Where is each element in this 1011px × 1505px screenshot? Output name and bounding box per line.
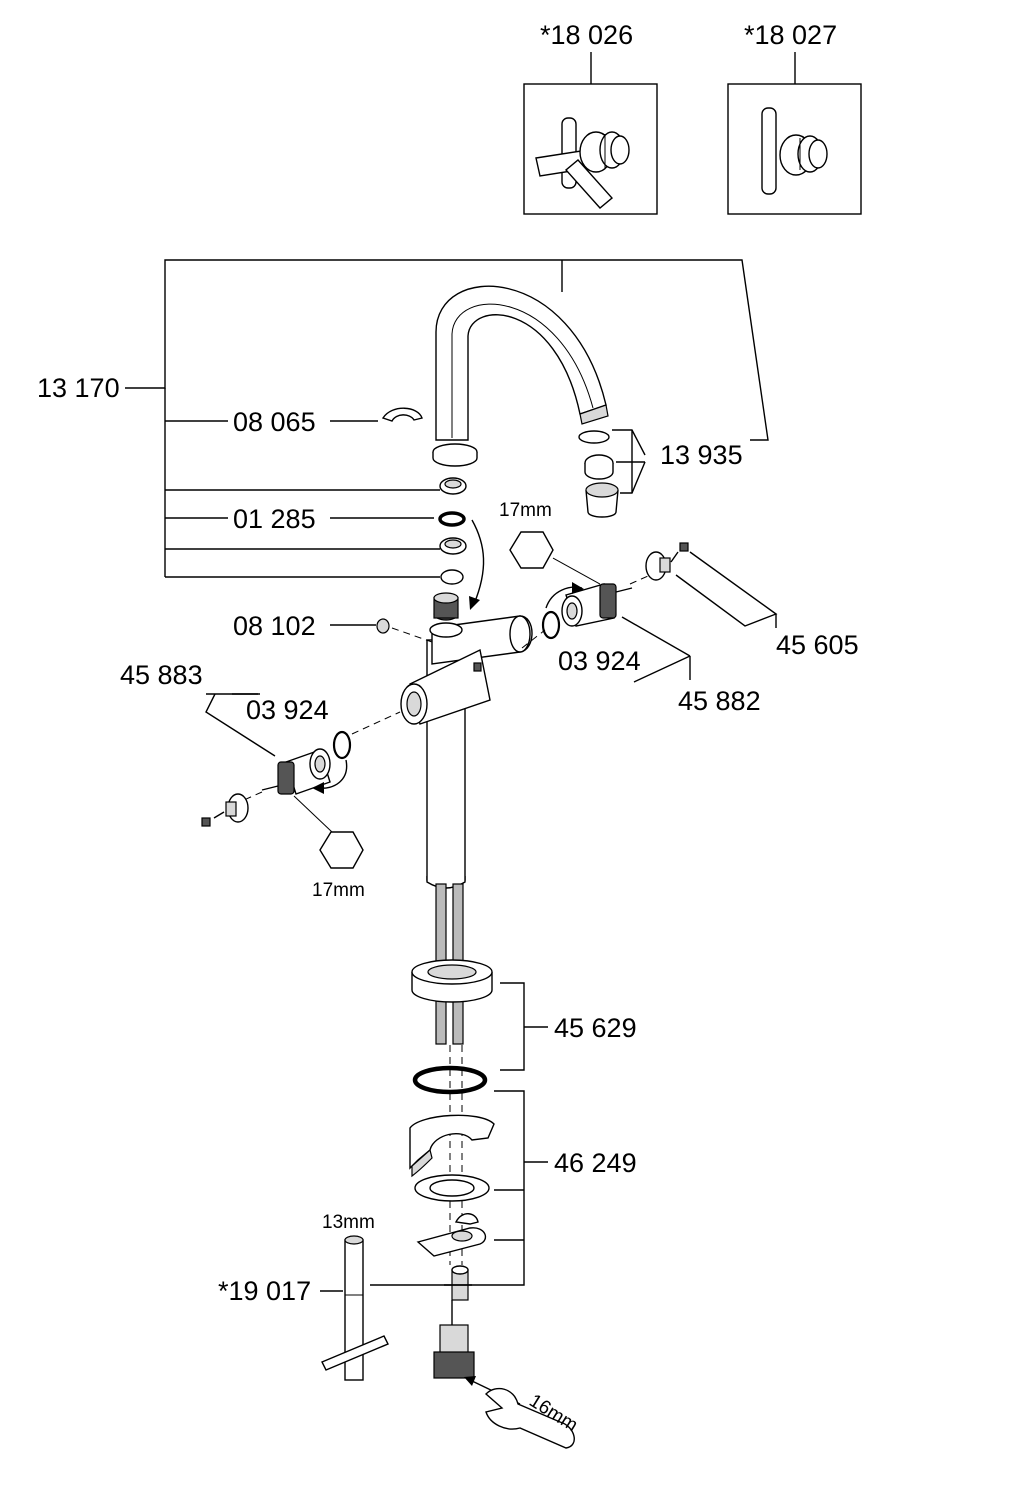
label-aerator: 13 935 <box>660 440 743 470</box>
label-hex-left: 17mm <box>312 880 365 901</box>
supply-hoses <box>435 883 464 1265</box>
tool-19017 <box>320 1235 389 1381</box>
cartridge-right <box>521 542 778 683</box>
mounting-set-46249 <box>370 1090 548 1301</box>
label-cap: 45 605 <box>776 630 859 660</box>
label-cartridge-left: 45 883 <box>120 660 203 690</box>
label-tool: *19 017 <box>218 1276 311 1306</box>
label-grub-screw: 08 102 <box>233 611 316 641</box>
base-oring <box>412 1065 488 1095</box>
insert-arrow <box>471 519 485 605</box>
flange-45629 <box>411 959 548 1071</box>
hex-top-17mm <box>509 531 601 585</box>
aerator-group <box>578 429 646 518</box>
label-mounting-set: 46 249 <box>554 1148 637 1178</box>
label-clip: 08 065 <box>233 407 316 437</box>
clip-08065 <box>381 407 423 422</box>
handle-cross-box <box>523 52 658 215</box>
label-oring-01285: 01 285 <box>233 504 316 534</box>
label-tool-size: 13mm <box>322 1212 375 1233</box>
label-cartridge-right: 45 882 <box>678 686 761 716</box>
grub-screw-08102 <box>330 618 433 643</box>
hex-left-17mm <box>293 795 364 869</box>
spanner-16mm <box>464 1376 575 1449</box>
label-spout-assembly: 13 170 <box>37 373 120 403</box>
mixer-body <box>400 592 533 889</box>
spout-ring-stack <box>438 477 467 585</box>
spout-bracket <box>125 259 769 578</box>
label-handle-lever: *18 027 <box>744 20 837 50</box>
label-handle-cross: *18 026 <box>540 20 633 50</box>
label-oring-left: 03 924 <box>246 695 329 725</box>
label-hex-top: 17mm <box>499 500 552 521</box>
cartridge-left <box>201 693 401 827</box>
label-oring-right: 03 924 <box>558 646 641 676</box>
insert-arrow-head <box>469 596 480 610</box>
hose-connectors <box>433 1300 475 1379</box>
spout <box>432 285 609 467</box>
label-flange: 45 629 <box>554 1013 637 1043</box>
handle-lever-box <box>727 52 862 215</box>
